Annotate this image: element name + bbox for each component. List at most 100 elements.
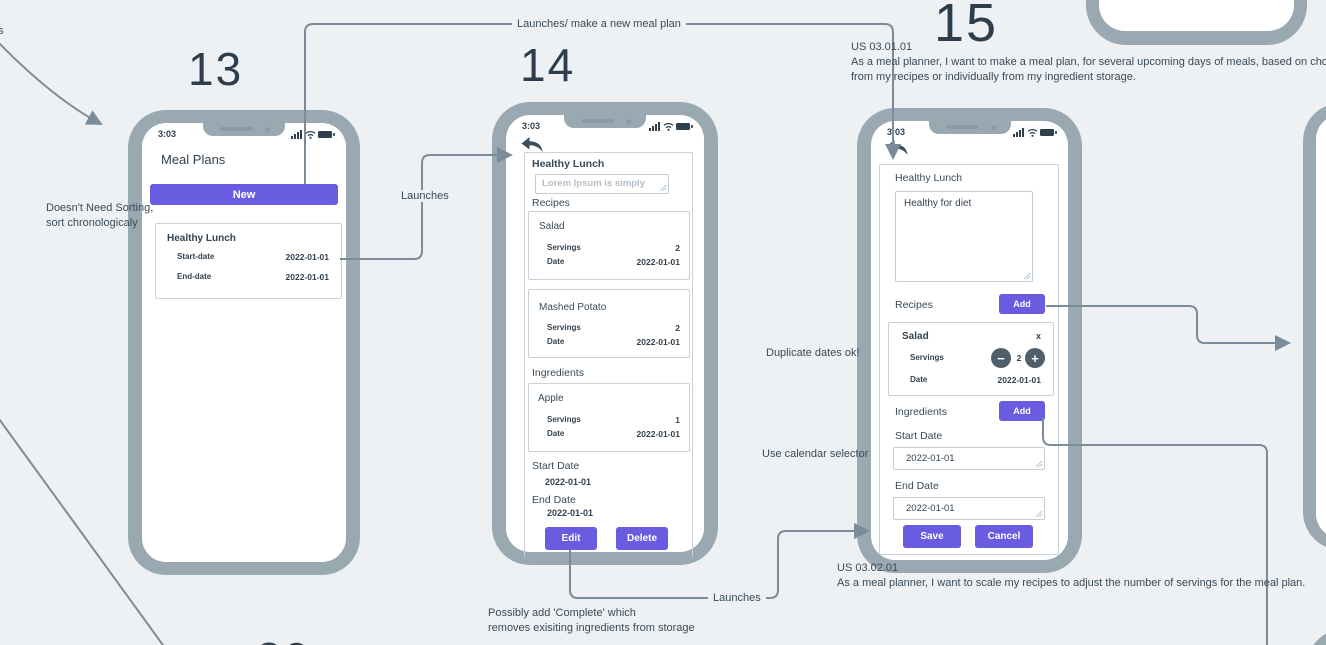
screen-meal-plans: 3:03 Meal Plans New Healthy Lunch Start-… (142, 123, 346, 562)
frame-number-15: 15 (934, 0, 999, 53)
flow-label-launches-13-14: Launches (396, 190, 454, 202)
back-arrow-icon[interactable] (885, 139, 909, 156)
battery-icon (676, 123, 693, 130)
user-story-03-01: US 03.01.01 As a meal planner, I want to… (851, 40, 1326, 85)
servings-value: 2 (1016, 353, 1022, 363)
phone-notch (928, 121, 1011, 134)
description-input[interactable] (535, 174, 669, 194)
partial-phone-right (1303, 103, 1326, 550)
end-date-field-wrap (893, 497, 1045, 520)
user-story-id: US 03.01.01 (851, 41, 913, 53)
new-meal-plan-button[interactable]: New (150, 184, 338, 205)
remove-recipe-icon[interactable]: x (1035, 331, 1041, 341)
recipe-card-mashed-potato: Mashed Potato Servings 2 Date 2022-01-01 (528, 289, 690, 358)
date-value: 2022-01-01 (636, 257, 680, 267)
ingredients-section-label: Ingredients (532, 367, 584, 379)
servings-label: Servings (910, 353, 944, 362)
recipe-card-salad: Salad x Servings − 2 + Date 2022-01-01 (888, 322, 1054, 396)
frame-number-20: 20 (256, 632, 311, 645)
speaker (220, 127, 253, 131)
start-date-label: Start-date (177, 252, 215, 261)
calendar-selector-note: Use calendar selector (762, 448, 869, 460)
servings-value: 2 (675, 243, 680, 253)
speaker (945, 125, 979, 129)
date-value: 2022-01-01 (636, 429, 680, 439)
battery-icon (318, 131, 335, 138)
status-time: 3:03 (522, 121, 541, 131)
save-button[interactable]: Save (903, 525, 961, 548)
plan-title: Healthy Lunch (895, 172, 963, 184)
screen-meal-plan-edit: 3:03 Healthy Lunch Healthy for diet Reci… (871, 121, 1068, 560)
status-time: 3:03 (887, 127, 906, 137)
plan-detail-panel: Healthy Lunch Recipes Salad Servings 2 D… (524, 152, 693, 557)
start-date-label: Start Date (532, 460, 580, 472)
signal-icon (291, 130, 302, 139)
page-title: Meal Plans (161, 152, 226, 167)
servings-increment-button[interactable]: + (1025, 348, 1045, 368)
partial-phone-corner (1305, 628, 1326, 645)
recipes-section-label: Recipes (895, 299, 933, 311)
recipes-section-label: Recipes (532, 197, 570, 209)
date-label: Date (910, 375, 928, 384)
description-field-wrap (535, 174, 669, 194)
signal-icon (1013, 128, 1024, 137)
wifi-icon (305, 131, 316, 139)
cancel-button[interactable]: Cancel (975, 525, 1033, 548)
connector-13-to-14 (340, 147, 513, 260)
plan-title: Healthy Lunch (532, 158, 605, 170)
end-date-value: 2022-01-01 (285, 272, 329, 282)
clipped-annotation: s (0, 25, 4, 37)
frame-number-13: 13 (188, 43, 244, 95)
start-date-label: Start Date (895, 430, 943, 442)
ingredients-section-label: Ingredients (895, 406, 947, 418)
date-label: Date (547, 257, 565, 266)
servings-label: Servings (547, 323, 581, 332)
end-date-input[interactable] (893, 497, 1045, 520)
meal-plan-card[interactable]: Healthy Lunch Start-date 2022-01-01 End-… (155, 223, 342, 299)
servings-label: Servings (547, 243, 581, 252)
partial-phone-right-screen (1316, 115, 1326, 538)
end-date-value: 2022-01-01 (547, 508, 594, 518)
add-recipe-button[interactable]: Add (999, 294, 1045, 314)
back-arrow-icon[interactable] (520, 136, 544, 153)
date-label: Date (547, 337, 565, 346)
user-story-03-02: US 03.02.01 As a meal planner, I want to… (837, 562, 1306, 589)
connector-incoming-arrow (0, 42, 103, 125)
add-ingredient-button[interactable]: Add (999, 401, 1045, 421)
flow-label-launches-bottom: Launches (708, 592, 766, 604)
wifi-icon (663, 123, 674, 131)
complete-note: Possibly add 'Complete' which removes ex… (488, 607, 695, 634)
partial-phone-above-screen (1099, 0, 1294, 31)
phone-notch (564, 115, 646, 128)
servings-value: 2 (675, 323, 680, 333)
servings-value: 1 (675, 415, 680, 425)
start-date-value: 2022-01-01 (545, 477, 592, 487)
recipe-name: Mashed Potato (539, 302, 607, 313)
description-field-wrap: Healthy for diet (895, 191, 1033, 282)
date-value: 2022-01-01 (636, 337, 680, 347)
delete-button[interactable]: Delete (616, 527, 668, 550)
edit-button[interactable]: Edit (545, 527, 597, 550)
start-date-input[interactable] (893, 447, 1045, 470)
camera-dot (626, 119, 631, 124)
camera-dot (265, 127, 270, 132)
description-input[interactable]: Healthy for diet (895, 191, 1033, 282)
recipe-name: Salad (902, 331, 929, 342)
start-date-value: 2022-01-01 (285, 252, 329, 262)
servings-decrement-button[interactable]: − (991, 348, 1011, 368)
ingredient-name: Apple (538, 393, 564, 404)
start-date-field-wrap (893, 447, 1045, 470)
plan-edit-panel: Healthy Lunch Healthy for diet Recipes A… (879, 164, 1059, 555)
duplicate-dates-note: Duplicate dates ok! (766, 347, 860, 359)
ingredient-card-apple: Apple Servings 1 Date 2022-01-01 (528, 383, 690, 452)
frame-number-14: 14 (520, 39, 576, 91)
wifi-icon (1027, 129, 1038, 137)
partial-phone-above (1086, 0, 1307, 45)
recipe-card-salad: Salad Servings 2 Date 2022-01-01 (528, 211, 690, 280)
phone-13-frame: 3:03 Meal Plans New Healthy Lunch Start-… (128, 110, 360, 575)
screen-meal-plan-detail: 3:03 Healthy Lunch Recipes Salad Serving… (506, 115, 704, 557)
phone-notch (203, 123, 285, 136)
date-value: 2022-01-01 (997, 375, 1041, 385)
signal-icon (649, 122, 660, 131)
